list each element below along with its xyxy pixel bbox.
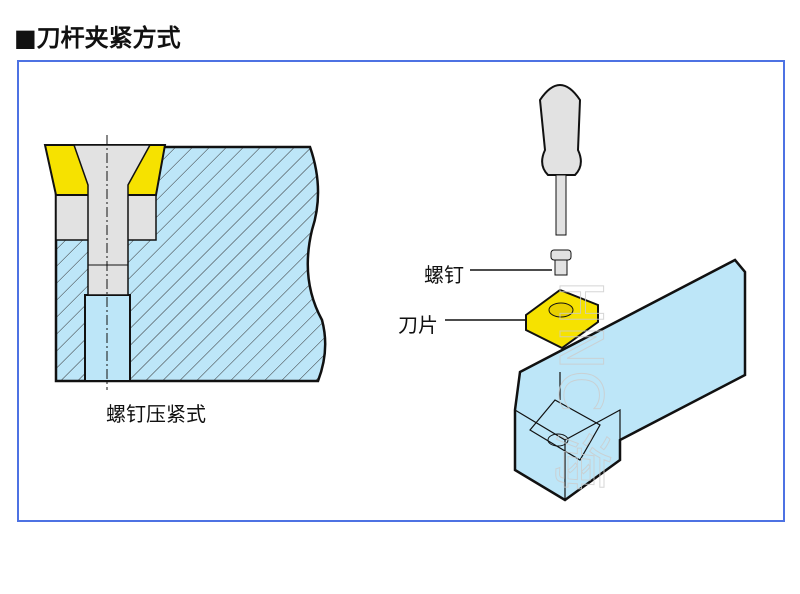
- diagram-frame: [17, 60, 785, 522]
- insert-label: 刀片: [398, 313, 438, 337]
- insert-3d: [525, 288, 599, 350]
- screw-3d: [550, 249, 572, 261]
- tool-holder-view: [513, 84, 747, 502]
- screwdriver: [538, 84, 582, 176]
- screw-label: 螺钉: [424, 263, 464, 287]
- clamp-type-caption: 螺钉压紧式: [106, 402, 206, 426]
- watermark: HNC 海: [545, 280, 616, 492]
- watermark-text: HNC 海: [545, 280, 615, 491]
- cross-section-view: [43, 135, 327, 390]
- leader-lines: [445, 269, 552, 321]
- screw-section: [72, 144, 152, 296]
- section-title: ■刀杆夹紧方式: [14, 24, 181, 52]
